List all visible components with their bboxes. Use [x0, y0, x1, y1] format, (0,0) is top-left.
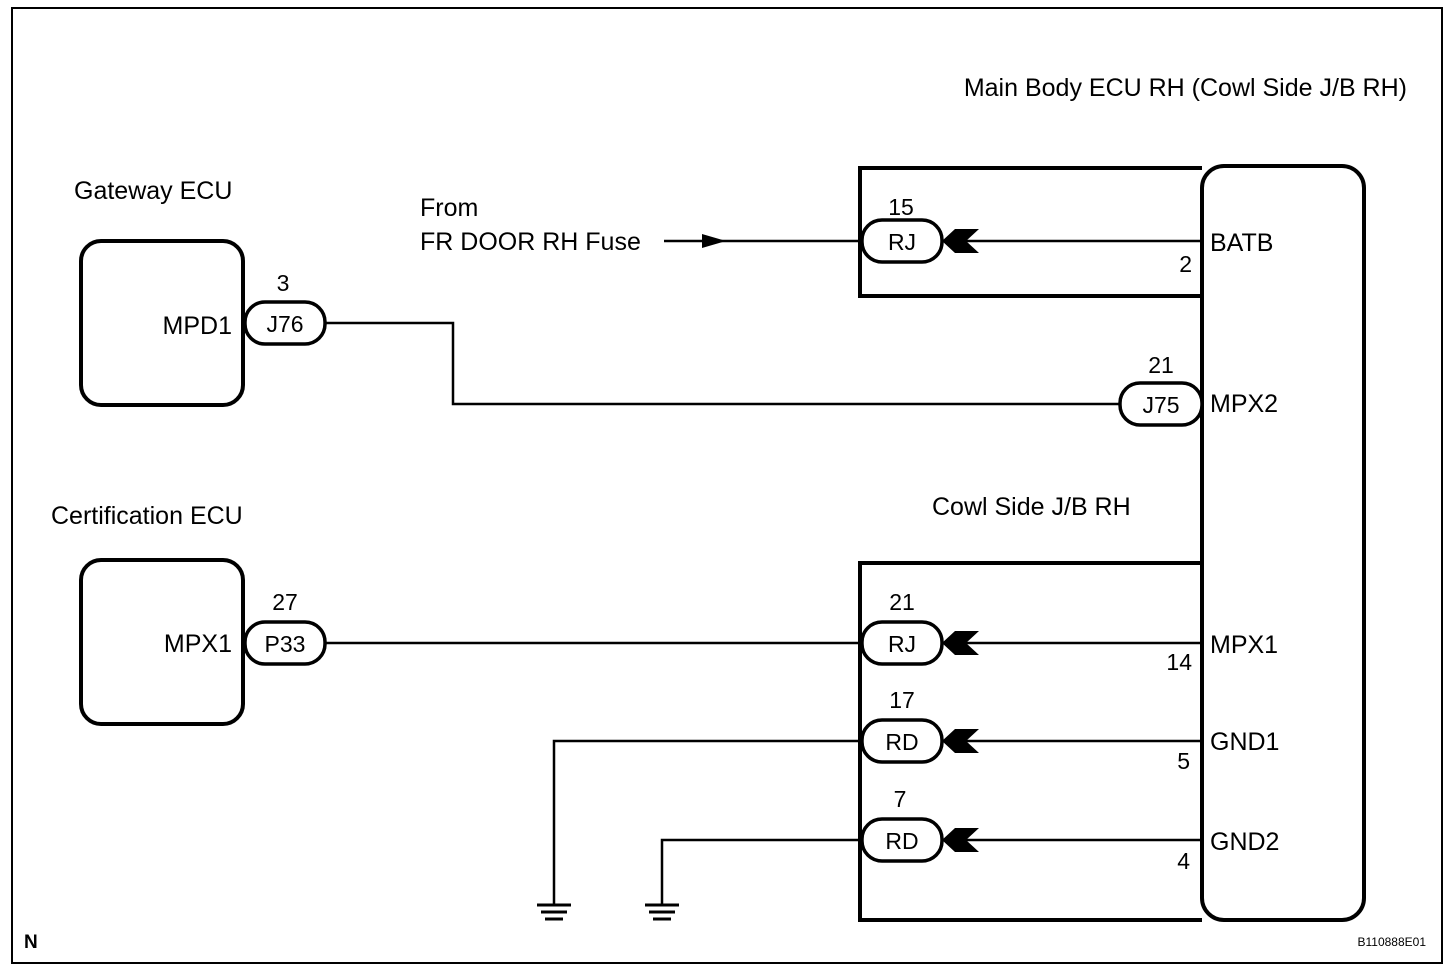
source-label-fuse: FR DOOR RH Fuse	[420, 228, 641, 256]
connector-j76	[243, 300, 327, 346]
connector-rj-15-pin: 15	[888, 194, 914, 220]
certification-ecu-box	[79, 558, 245, 726]
figure-code: B110888E01	[1357, 935, 1426, 949]
ecu-terminal-gnd2: GND2	[1210, 828, 1279, 856]
gateway-ecu-box	[79, 239, 245, 407]
corner-mark: N	[24, 932, 38, 953]
gateway-terminal-mpd1: MPD1	[163, 312, 232, 340]
wire-gnd2-ground	[660, 838, 862, 904]
cowl-side-jb-title: Cowl Side J/B RH	[932, 493, 1131, 521]
ecu-pin-gnd2: 4	[1177, 848, 1190, 874]
ecu-terminal-mpx2: MPX2	[1210, 390, 1278, 418]
source-label-from: From	[420, 194, 478, 222]
connector-rd-7-label: RD	[885, 828, 918, 854]
connector-j75-label: J75	[1142, 392, 1179, 418]
connector-rj-21-label: RJ	[888, 631, 916, 657]
ground-icon	[537, 903, 571, 921]
connector-j76-label: J76	[266, 311, 303, 337]
connector-rd-17-pin: 17	[889, 687, 915, 713]
main-body-ecu-title: Main Body ECU RH (Cowl Side J/B RH)	[964, 74, 1407, 102]
figure-frame	[11, 7, 1443, 964]
connector-rj-21-pin: 21	[889, 589, 915, 615]
main-body-ecu-box	[1200, 164, 1366, 922]
connector-p33-pin: 27	[272, 589, 298, 615]
chevron-icon	[942, 631, 979, 655]
ecu-terminal-batb: BATB	[1210, 229, 1273, 257]
ecu-pin-mpx1: 14	[1166, 649, 1192, 675]
connector-rj-15-label: RJ	[888, 229, 916, 255]
fuse-feed-arrow-icon	[702, 234, 726, 248]
chevron-icon	[942, 729, 979, 753]
connector-j75-pin: 21	[1148, 352, 1174, 378]
ecu-terminal-gnd1: GND1	[1210, 728, 1279, 756]
ecu-pin-batb: 2	[1179, 251, 1192, 277]
connector-j76-pin: 3	[277, 270, 290, 296]
upper-junction-box	[858, 166, 1202, 298]
chevron-icon	[942, 828, 979, 852]
wire-gnd1-ground	[552, 739, 862, 904]
connector-j75	[1118, 381, 1204, 427]
gateway-ecu-title: Gateway ECU	[74, 177, 232, 205]
ecu-pin-gnd1: 5	[1177, 748, 1190, 774]
chevron-icon	[942, 229, 979, 253]
connector-rd-7-pin: 7	[894, 786, 907, 812]
connector-rd-17-label: RD	[885, 729, 918, 755]
connector-p33	[243, 620, 327, 666]
ecu-terminal-mpx1: MPX1	[1210, 631, 1278, 659]
ground-icon	[645, 903, 679, 921]
certification-ecu-title: Certification ECU	[51, 502, 243, 530]
certification-terminal-mpx1: MPX1	[164, 630, 232, 658]
wire-mpd1-mpx2	[325, 321, 1122, 406]
connector-p33-label: P33	[265, 631, 306, 657]
